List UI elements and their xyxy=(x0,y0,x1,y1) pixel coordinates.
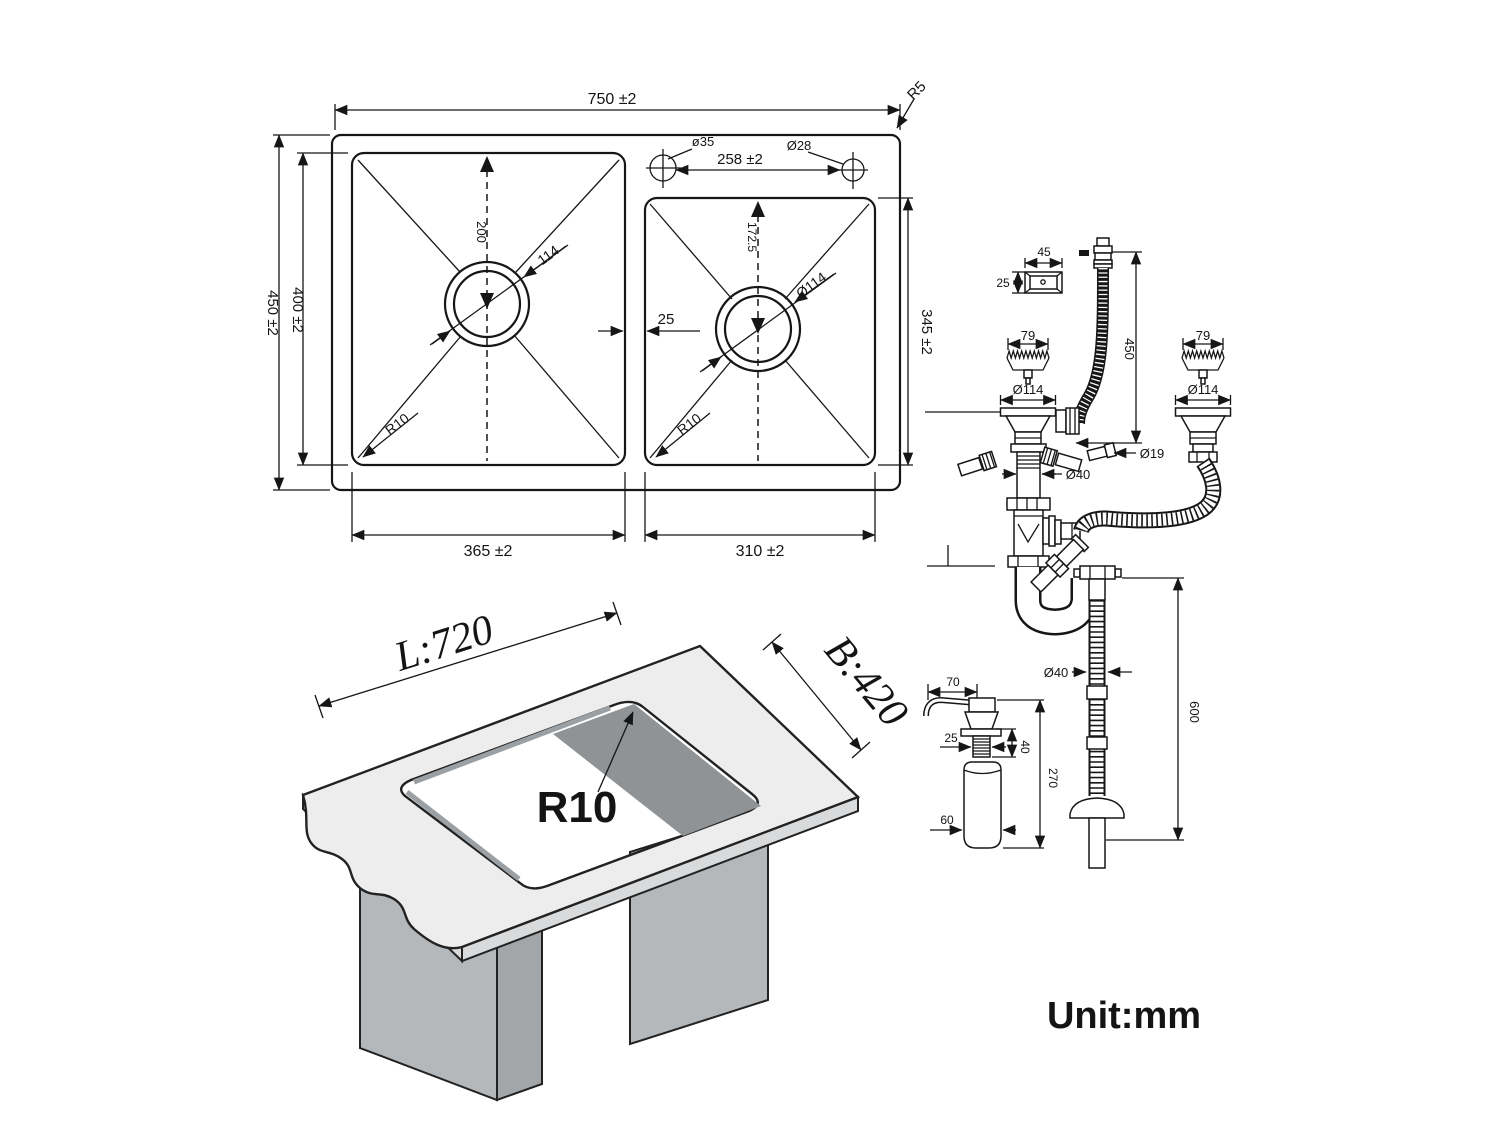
dim-total-height: 270 xyxy=(997,699,1060,849)
cutout-iso-view: L:720 B:420 R10 xyxy=(301,601,917,1102)
faucet-holes: ø35 Ø28 258 ±2 xyxy=(646,134,868,189)
overflow-box: 45 25 xyxy=(996,245,1063,294)
bowl-depth-label: 400 ±2 xyxy=(289,287,306,333)
left-bowl-radius-label: R10 xyxy=(382,410,412,438)
dim-spout-length: 70 xyxy=(927,675,978,700)
right-flange-dia-label: Ø114 xyxy=(1188,382,1219,397)
right-bowl-depth-label: 345 ±2 xyxy=(918,309,935,355)
cutout-radius-label: R10 xyxy=(537,783,618,832)
faucet-hole-left-label: ø35 xyxy=(692,134,714,149)
drain-assembly: 45 25 450 79 Ø114 xyxy=(925,237,1231,869)
overflow-hose xyxy=(1055,237,1113,435)
tailpipe-length-label: 600 xyxy=(1187,701,1202,723)
left-bowl-width-label: 365 ±2 xyxy=(464,543,513,560)
right-bowl-radius: R10 xyxy=(655,410,711,458)
trap-side-fitting xyxy=(1030,533,1090,593)
left-bowl-radius: R10 xyxy=(362,410,419,458)
left-drain-dia-label: 114 xyxy=(534,242,562,268)
right-bowl-diagonals xyxy=(649,203,870,459)
left-flange-dia-label: Ø114 xyxy=(1013,382,1044,397)
bottle xyxy=(963,761,1002,849)
right-drain-offset-label: 172.5 xyxy=(745,222,759,252)
dim-thread-dia: 25 xyxy=(940,731,1006,753)
right-basket-dia-label: 79 xyxy=(1196,328,1210,343)
cutout-width-label: B:420 xyxy=(815,628,916,736)
total-height-label: 270 xyxy=(1046,768,1060,788)
dim-left-bowl-width: 365 ±2 xyxy=(351,472,626,560)
dim-thread-length: 40 xyxy=(992,728,1032,758)
spout-length-label: 70 xyxy=(946,675,960,689)
dim-overall-width: 750 ±2 xyxy=(334,91,901,130)
dim-tailpipe-dia: Ø40 xyxy=(1044,665,1132,680)
left-drain-outer xyxy=(443,260,531,348)
dim-cutout-radius: R10 xyxy=(537,711,634,832)
left-basket-dia-label: 79 xyxy=(1021,328,1035,343)
tailpipe xyxy=(1069,578,1125,869)
dim-bottle-dia: 60 xyxy=(930,813,1016,836)
dim-hose-barb-dia: Ø19 xyxy=(1113,446,1165,461)
thread-dia-label: 25 xyxy=(944,731,958,745)
unit-label: Unit:mm xyxy=(1047,995,1201,1037)
dim-tailpipe-length: 600 xyxy=(1106,577,1202,841)
dim-right-bowl-depth: 345 ±2 xyxy=(878,197,935,466)
dim-right-bowl-width: 310 ±2 xyxy=(644,472,876,560)
faucet-spacing-label: 258 ±2 xyxy=(717,151,763,168)
left-hose-barb xyxy=(956,450,998,477)
left-drain-dia-dim: 114 xyxy=(429,242,569,346)
thread-length-label: 40 xyxy=(1018,740,1032,754)
left-leg-side xyxy=(496,920,543,1102)
overflow-height-label: 25 xyxy=(996,276,1010,290)
tailpipe-dia-label: Ø40 xyxy=(1044,665,1069,680)
cutout-rim-shadow xyxy=(405,705,611,881)
dim-corner-r5: R5 xyxy=(896,78,930,129)
left-bowl xyxy=(350,151,627,467)
bowl-gap-label: 25 xyxy=(658,311,675,328)
right-bowl xyxy=(643,196,877,467)
dim-waste-pipe-dia: Ø40 xyxy=(1002,467,1090,482)
thread xyxy=(972,735,991,758)
dim-overflow-hose-length: 450 xyxy=(1075,251,1142,449)
right-bowl-radius-label: R10 xyxy=(674,410,704,438)
corner-radius-label: R5 xyxy=(904,78,930,104)
right-bowl-width-label: 310 ±2 xyxy=(736,543,785,560)
pump-head xyxy=(968,697,996,713)
right-hose-barb xyxy=(1039,446,1083,473)
dim-bowl-depth: 400 ±2 xyxy=(289,152,348,466)
overflow-hose-length-label: 450 xyxy=(1122,338,1137,360)
left-drain-centerline-dim: 200 xyxy=(474,156,494,461)
waste-pipe-dia-label: Ø40 xyxy=(1066,467,1091,482)
dim-overall-depth: 450 ±2 xyxy=(264,134,330,491)
dim-bowl-gap: 25 xyxy=(598,311,700,337)
right-drain-dia-label: Ø114 xyxy=(793,269,829,302)
hose-barb-dia-label: Ø19 xyxy=(1140,446,1165,461)
reference-lines xyxy=(925,411,1000,567)
spare-hose-barb xyxy=(1086,441,1118,462)
left-bowl-diagonals xyxy=(357,159,620,459)
cutout-length-label: L:720 xyxy=(388,607,499,681)
left-drain-offset-label: 200 xyxy=(474,221,489,243)
right-drain-centerline-dim: 172.5 xyxy=(745,201,765,461)
right-strainer: 79 Ø114 xyxy=(1073,328,1231,534)
overall-width-label: 750 ±2 xyxy=(588,91,637,108)
sink-outline xyxy=(330,133,902,492)
overflow-width-label: 45 xyxy=(1037,245,1051,259)
right-drain-dia-dim: Ø114 xyxy=(699,269,837,373)
overall-depth-label: 450 ±2 xyxy=(264,290,281,336)
plan-view: 200 114 R10 172.5 Ø114 R10 xyxy=(264,78,935,560)
bottle-dia-label: 60 xyxy=(940,813,954,827)
soap-dispenser: 70 25 40 270 60 xyxy=(923,675,1060,849)
faucet-hole-right-label: Ø28 xyxy=(787,138,812,153)
cutout-inner-wall xyxy=(553,704,761,836)
countertop-slab xyxy=(301,644,861,950)
